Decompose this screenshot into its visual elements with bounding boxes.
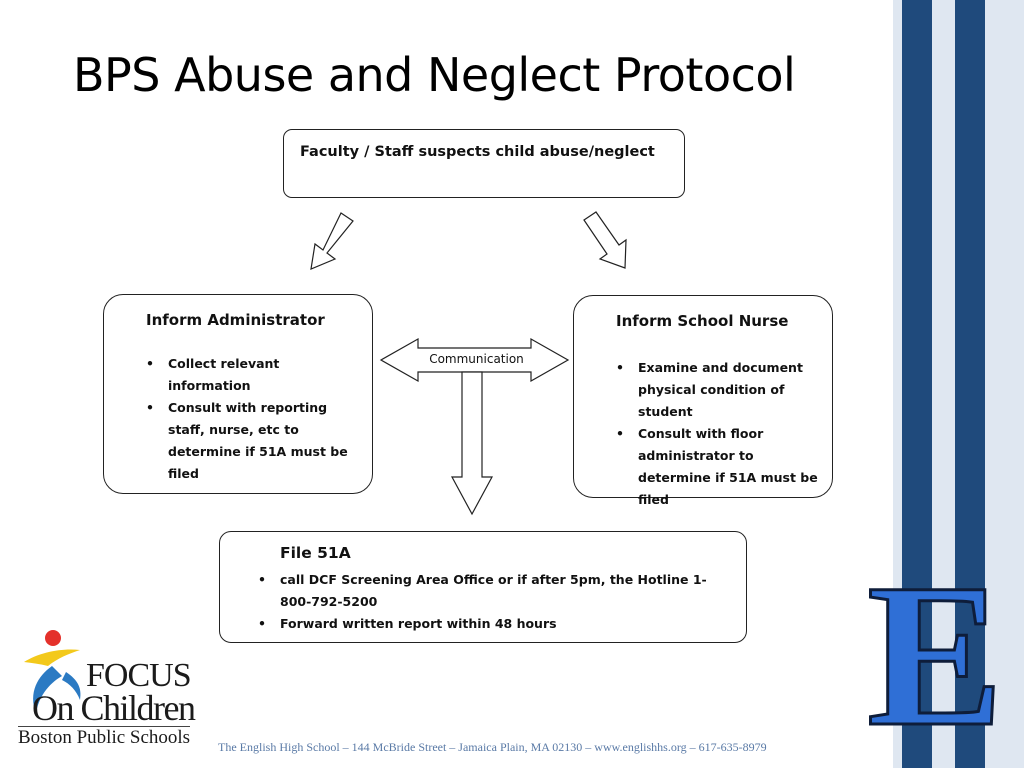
list-item: Consult with floor administrator to dete…: [614, 423, 824, 511]
logo-text-bps: Boston Public Schools: [18, 727, 191, 748]
start-box-label: Faculty / Staff suspects child abuse/neg…: [300, 144, 655, 160]
arrow-to-file-51a: [450, 371, 494, 516]
side-stripe-navy-left: [902, 0, 932, 768]
nurse-title: Inform School Nurse: [616, 312, 789, 330]
administrator-title: Inform Administrator: [146, 311, 325, 329]
arrow-to-nurse: [583, 211, 627, 269]
logo-text-on-children: On Children: [32, 688, 196, 728]
start-box: Faculty / Staff suspects child abuse/neg…: [283, 129, 685, 198]
communication-double-arrow: [379, 337, 570, 383]
footer-address: The English High School – 144 McBride St…: [218, 740, 767, 754]
list-item: call DCF Screening Area Office or if aft…: [256, 569, 726, 613]
file-51a-bullets: call DCF Screening Area Office or if aft…: [256, 569, 726, 635]
focus-on-children-logo: FOCUS On Children Boston Public Schools: [18, 628, 198, 756]
communication-label: Communication: [429, 352, 524, 366]
administrator-bullets: Collect relevant information Consult wit…: [144, 353, 359, 485]
list-item: Examine and document physical condition …: [614, 357, 824, 423]
logo-divider: [18, 726, 190, 727]
slide-title: BPS Abuse and Neglect Protocol: [73, 48, 796, 102]
side-stripe-navy-right: [955, 0, 985, 768]
english-high-e-logo: E: [866, 556, 1006, 734]
nurse-box: Inform School Nurse Examine and document…: [573, 295, 833, 507]
arrow-to-administrator: [310, 212, 354, 270]
administrator-box: Inform Administrator Collect relevant in…: [103, 294, 373, 494]
list-item: Collect relevant information: [144, 353, 359, 397]
file-51a-title: File 51A: [280, 544, 351, 562]
nurse-bullets: Examine and document physical condition …: [614, 357, 824, 511]
child-figure-icon: [24, 630, 81, 714]
logo-text-focus: FOCUS: [86, 657, 192, 694]
list-item: Consult with reporting staff, nurse, etc…: [144, 397, 359, 485]
file-51a-box: File 51A call DCF Screening Area Office …: [219, 531, 747, 643]
list-item: Forward written report within 48 hours: [256, 613, 726, 635]
big-e-letter: E: [867, 556, 1004, 734]
